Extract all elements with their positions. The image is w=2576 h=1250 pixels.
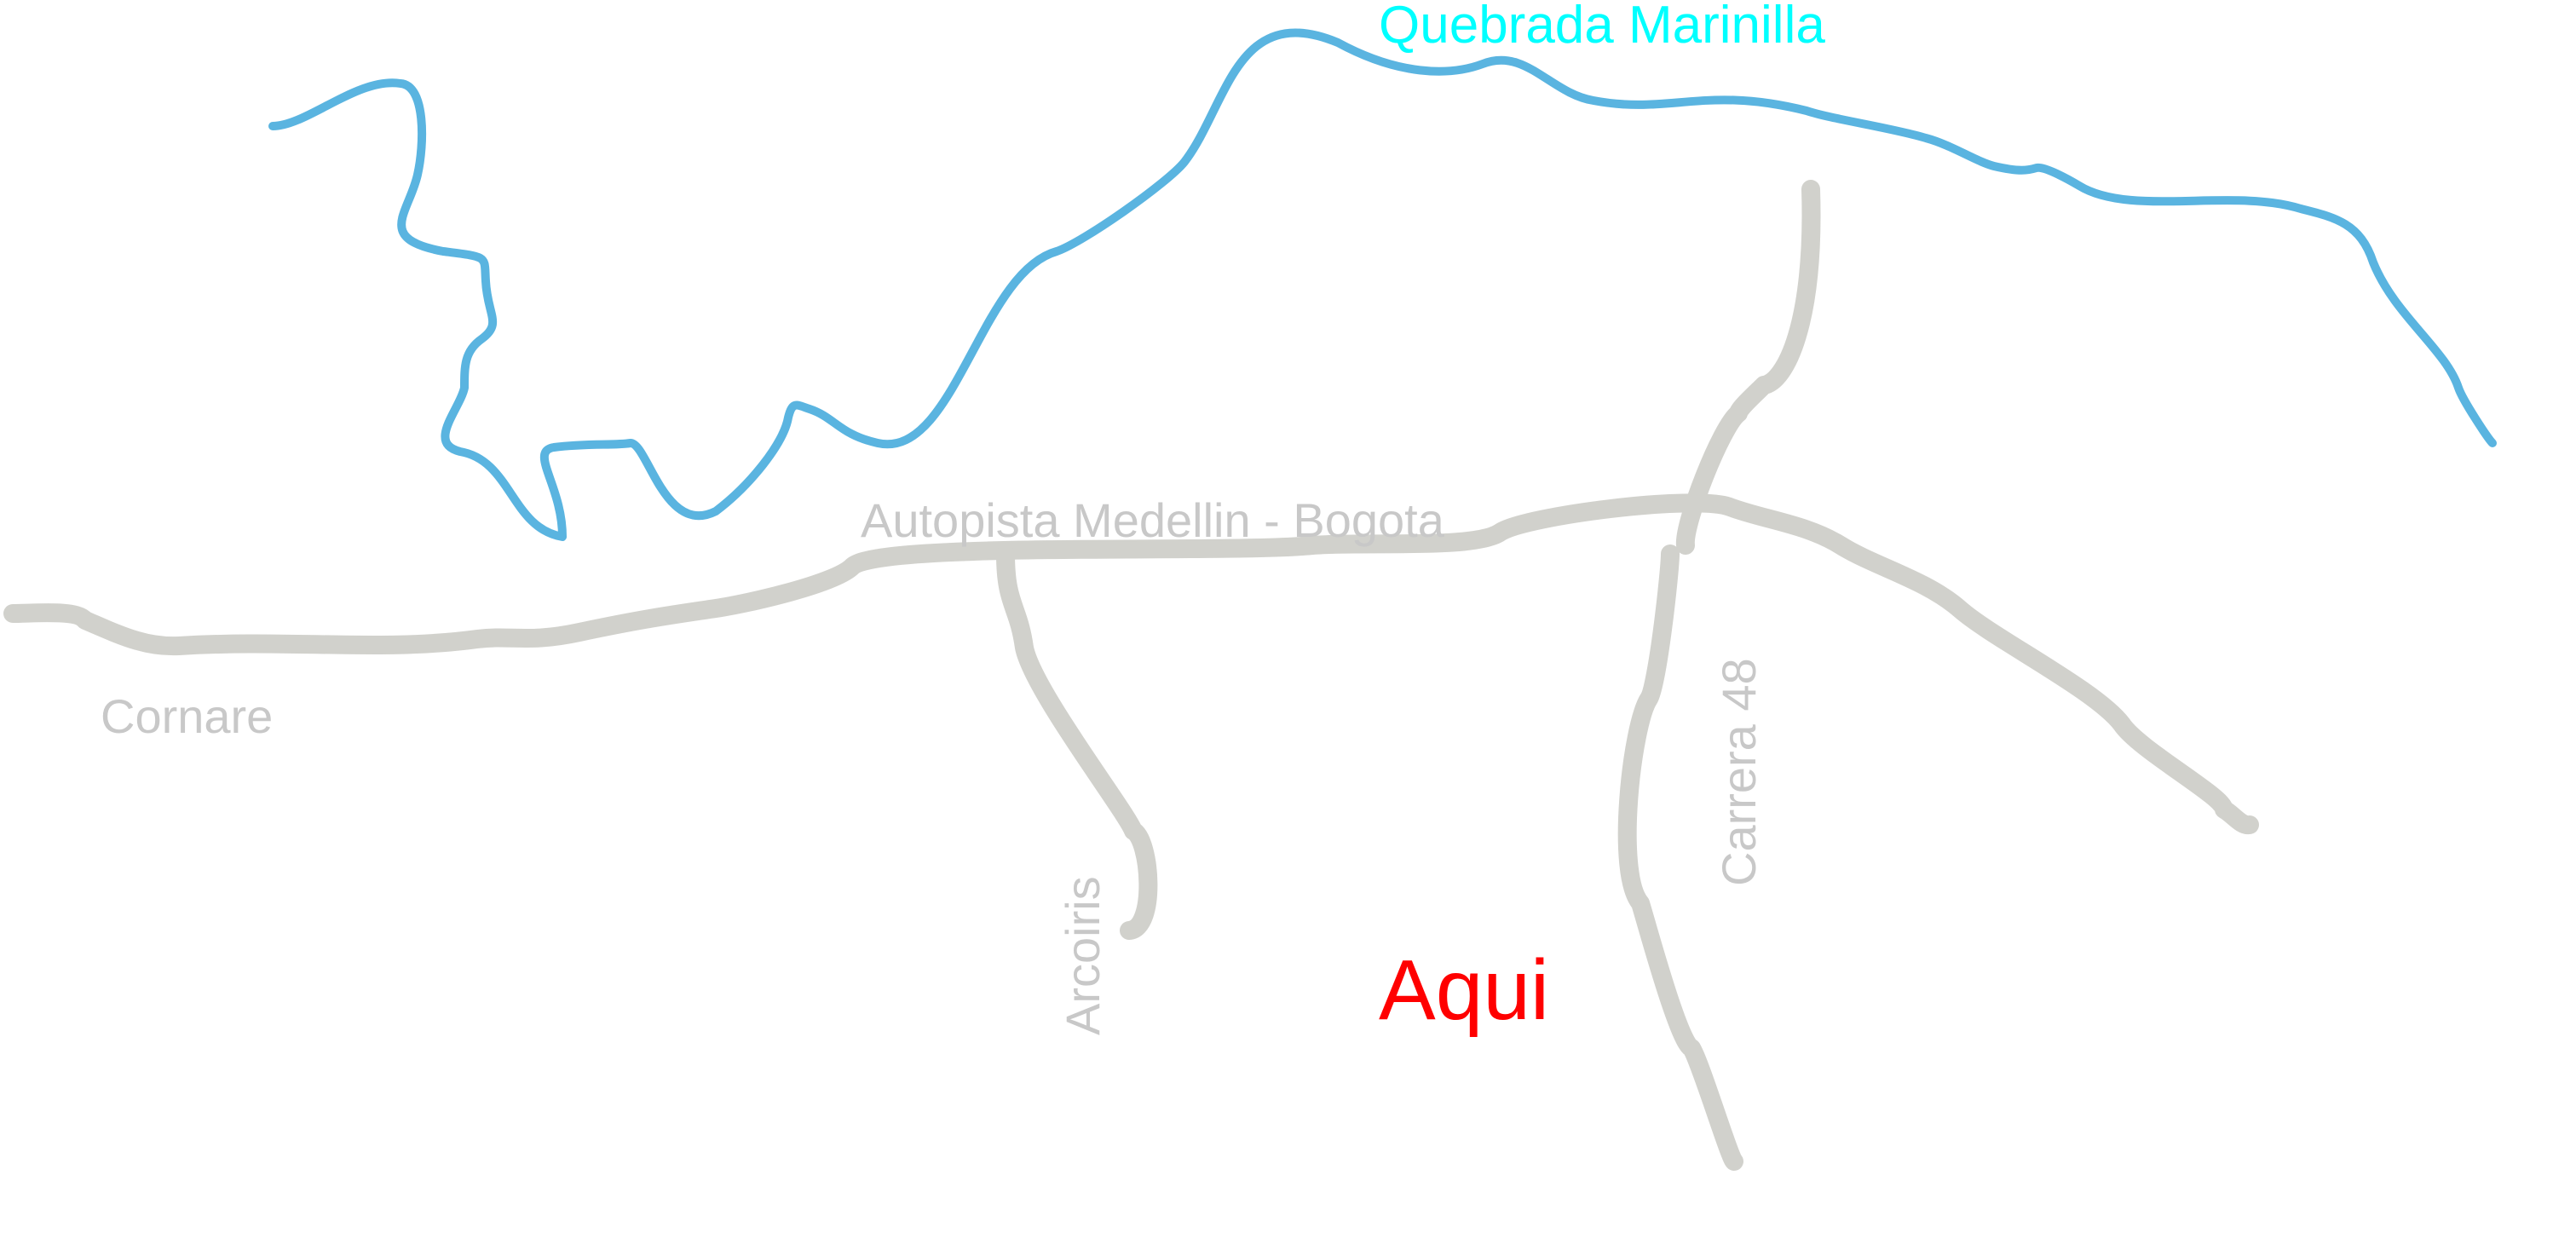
cornare-label: Cornare: [101, 689, 273, 743]
carrera-48-label: Carrera 48: [1712, 658, 1766, 886]
roads: [3, 180, 2259, 1171]
here-marker-label: Aqui: [1379, 942, 1549, 1038]
road-branch-north: [1675, 180, 1821, 555]
road-arcoiris: [996, 544, 1158, 940]
river-label: Quebrada Marinilla: [1379, 0, 1825, 55]
highway-label: Autopista Medellin - Bogota: [861, 493, 1445, 547]
road-autopista: [3, 493, 2259, 835]
arcoiris-label: Arcoiris: [1056, 876, 1109, 1035]
road-carrera-48: [1617, 544, 1743, 1171]
river-quebrada-marinilla: [268, 28, 2497, 541]
